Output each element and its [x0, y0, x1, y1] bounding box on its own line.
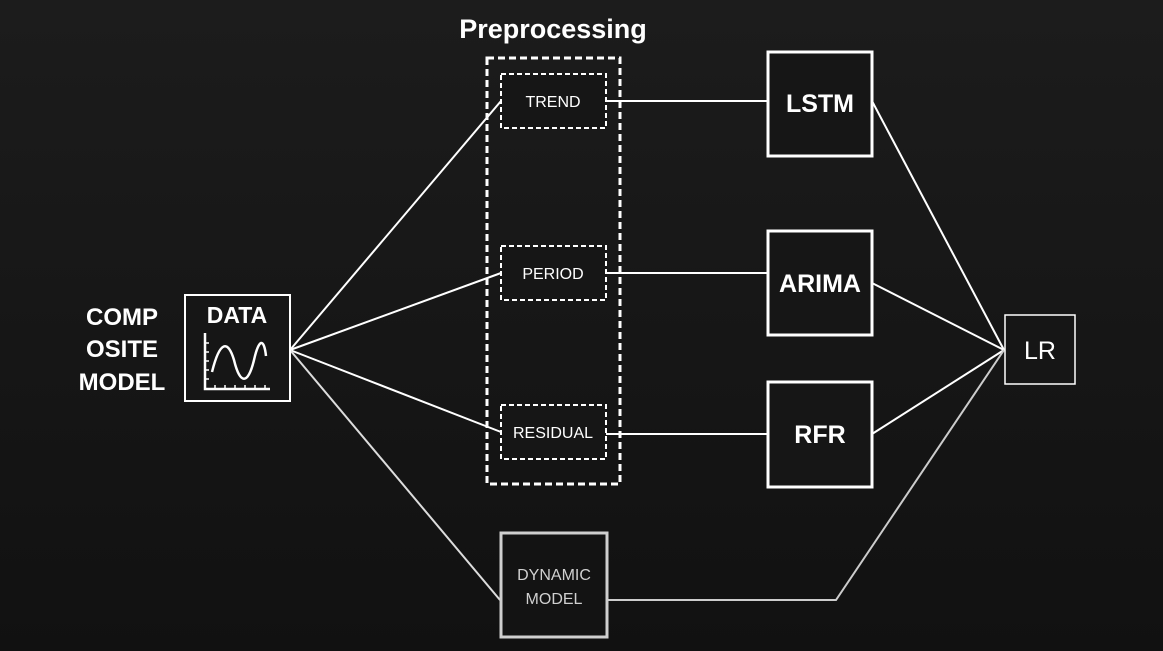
lr-node: LR	[1004, 314, 1076, 385]
edge-data-trend	[289, 100, 502, 351]
period-node: PERIOD	[500, 245, 607, 301]
lstm-label: LSTM	[786, 90, 854, 118]
composite-model-label: COMP OSITE MODEL	[79, 304, 166, 396]
arima-label: ARIMA	[779, 270, 861, 298]
edge-data-period	[289, 272, 502, 351]
dynamic-model-node: DYNAMIC MODEL	[499, 531, 609, 639]
connectors	[289, 100, 1005, 601]
arima-node: ARIMA	[766, 229, 874, 337]
edge-data-residual	[289, 349, 502, 433]
composite-line-3: MODEL	[79, 369, 166, 396]
data-node: DATA	[184, 294, 291, 402]
edge-dynamic-lr	[607, 349, 1005, 601]
trend-node: TREND	[500, 73, 607, 129]
composite-line-1: COMP	[86, 304, 158, 331]
period-label: PERIOD	[522, 266, 583, 283]
lr-label: LR	[1024, 337, 1056, 365]
data-label: DATA	[207, 302, 267, 328]
line-chart-icon	[203, 333, 270, 391]
edge-data-dynamic	[289, 349, 501, 601]
rfr-node: RFR	[766, 380, 874, 489]
trend-label: TREND	[525, 94, 580, 111]
dynamic-line-2: MODEL	[526, 591, 583, 608]
dynamic-line-1: DYNAMIC	[517, 567, 591, 584]
composite-line-2: OSITE	[86, 336, 158, 363]
rfr-label: RFR	[794, 421, 845, 449]
edge-arima-lr	[871, 282, 1005, 351]
preprocessing-group	[485, 56, 622, 486]
edge-rfr-lr	[871, 349, 1005, 435]
edge-lstm-lr	[871, 100, 1005, 351]
residual-label: RESIDUAL	[513, 425, 593, 442]
residual-node: RESIDUAL	[500, 404, 607, 460]
lstm-node: LSTM	[766, 50, 874, 158]
preprocessing-title: Preprocessing	[459, 14, 647, 44]
